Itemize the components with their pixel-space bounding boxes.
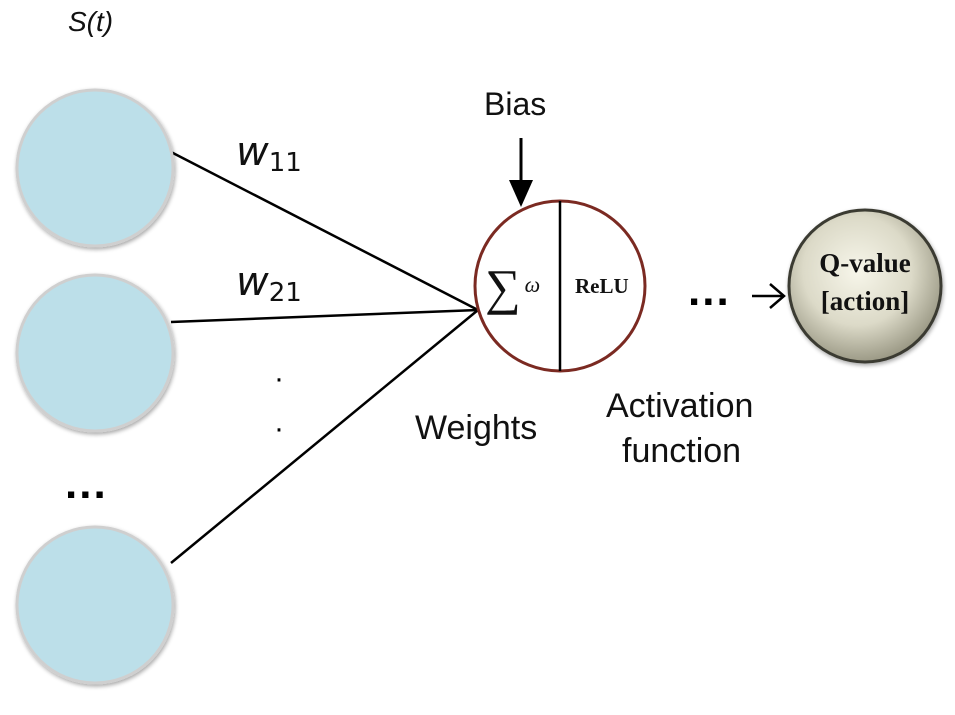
input-node-1 xyxy=(15,88,175,248)
weight-symbol: w xyxy=(236,259,269,305)
input-node-3 xyxy=(15,525,175,685)
weight-label-w11: w11 xyxy=(236,129,302,178)
output-node-circle xyxy=(787,208,943,364)
connection-line-3 xyxy=(170,309,479,564)
weight-label-w21: w21 xyxy=(236,259,302,308)
weight-dot-2: · xyxy=(274,412,284,445)
input-node-2 xyxy=(15,273,175,433)
sum-omega: ω xyxy=(525,272,541,297)
neuron: ∑ω ReLU xyxy=(473,199,647,373)
connection-line-1 xyxy=(170,150,479,312)
weight-symbol: w xyxy=(236,129,269,175)
input-label: S(t) xyxy=(68,6,113,37)
output-label-line2: [action] xyxy=(821,286,909,316)
weight-subscript: 21 xyxy=(269,278,302,308)
output-label-line1: Q-value xyxy=(819,248,911,278)
weight-subscript: 11 xyxy=(269,148,302,178)
output-arrow xyxy=(752,283,786,309)
bias-arrow xyxy=(509,138,533,207)
sum-sigma: ∑ xyxy=(485,259,521,315)
input-ellipsis: ... xyxy=(65,459,108,508)
activation-caption-line2: function xyxy=(622,432,741,470)
weight-dot-1: · xyxy=(274,362,284,395)
connection-lines xyxy=(170,150,479,564)
weights-label: Weights xyxy=(415,409,537,447)
relu-label: ReLU xyxy=(575,274,629,298)
connection-line-2 xyxy=(170,308,479,324)
input-nodes xyxy=(15,88,175,685)
activation-caption-line1: Activation xyxy=(606,387,753,425)
bias-label: Bias xyxy=(484,86,546,122)
output-ellipsis: ... xyxy=(688,266,731,315)
output-node xyxy=(787,208,943,364)
sum-symbol: ∑ω xyxy=(485,259,540,315)
